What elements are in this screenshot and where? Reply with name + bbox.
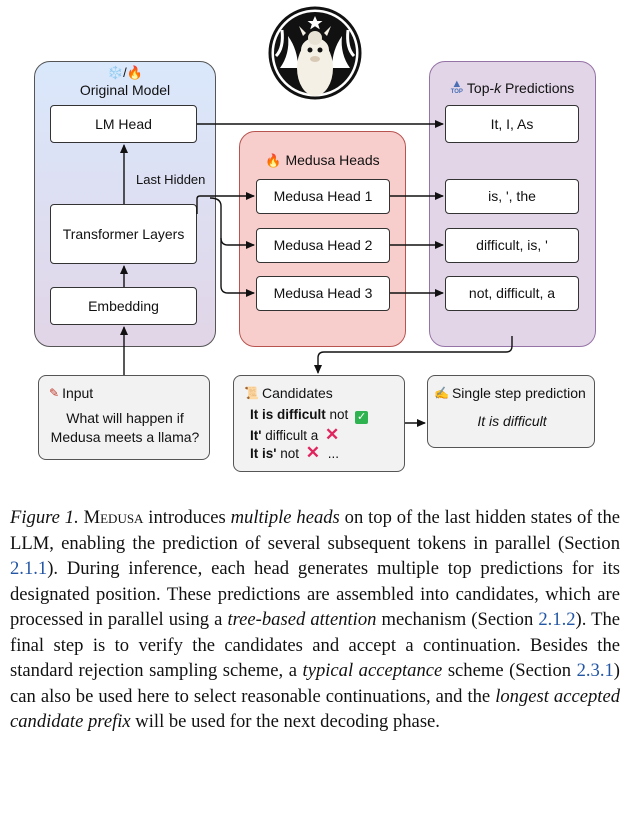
- candidate-row: It' difficult a ✕: [250, 425, 340, 444]
- figure-caption: Figure 1. Medusa introduces multiple hea…: [10, 507, 621, 732]
- section-reference-link[interactable]: 2.1.2: [538, 609, 576, 630]
- candidates-box: 📜 Candidates It is difficult not ✓ It' d…: [233, 375, 405, 472]
- top-icon: ▲ TOP: [450, 78, 463, 96]
- diagram-arrows: [120, 120, 513, 427]
- figure-label: Figure 1.: [10, 507, 79, 528]
- edit-document-icon: ✎: [49, 386, 60, 400]
- topk-prediction-lm-head: It, I, As: [445, 105, 579, 143]
- section-reference-link[interactable]: 2.1.1: [10, 558, 48, 579]
- input-text: What will happen if Medusa meets a llama…: [50, 410, 200, 445]
- hidden-to-head2-arrow: [209, 197, 255, 249]
- medusa-head-2: Medusa Head 2: [256, 228, 390, 263]
- topk-prediction-head-2: difficult, is, ': [445, 228, 579, 263]
- candidate-row: It is difficult not ✓: [250, 407, 369, 424]
- check-icon: ✓: [355, 411, 369, 424]
- scroll-icon: 📜: [244, 386, 259, 400]
- candidate-row: It is' not ✕ ...: [250, 443, 340, 462]
- single-step-text: It is difficult: [477, 413, 547, 429]
- medusa-heads-title: 🔥 Medusa Heads: [265, 152, 380, 168]
- single-step-box: ✍ Single step prediction It is difficult: [427, 375, 595, 448]
- fire-icon: 🔥: [265, 153, 282, 168]
- medusa-llama-logo: [268, 6, 362, 100]
- candidates-title: 📜 Candidates: [244, 385, 333, 401]
- medusa-head-3: Medusa Head 3: [256, 276, 390, 311]
- embedding-node: Embedding: [50, 287, 197, 325]
- input-box: ✎ Input What will happen if Medusa meets…: [38, 375, 210, 460]
- lm-head-node: LM Head: [50, 105, 197, 143]
- medusa-name: Medusa: [83, 507, 144, 528]
- topk-to-candidates-arrow: [314, 336, 513, 374]
- hidden-to-head1-arrow: [196, 192, 255, 214]
- original-model-title: ❄️/🔥 Original Model: [34, 65, 216, 99]
- section-reference-link[interactable]: 2.3.1: [576, 660, 614, 681]
- topk-predictions-title: ▲ TOP Top-k Predictions: [450, 78, 575, 97]
- cross-icon: ✕: [305, 443, 321, 462]
- input-title: ✎ Input: [49, 385, 94, 401]
- topk-prediction-head-1: is, ', the: [445, 179, 579, 214]
- medusa-head-1: Medusa Head 1: [256, 179, 390, 214]
- transformer-layers-node: Transformer Layers: [50, 204, 197, 264]
- single-step-title: ✍ Single step prediction: [434, 385, 586, 401]
- cross-icon: ✕: [325, 425, 340, 444]
- topk-prediction-head-3: not, difficult, a: [445, 276, 579, 311]
- hidden-to-head3-arrow: [220, 238, 255, 297]
- snowflake-fire-icon: ❄️/🔥: [107, 65, 143, 80]
- pen-icon: ✍: [434, 386, 449, 400]
- last-hidden-label: Last Hidden: [136, 172, 206, 187]
